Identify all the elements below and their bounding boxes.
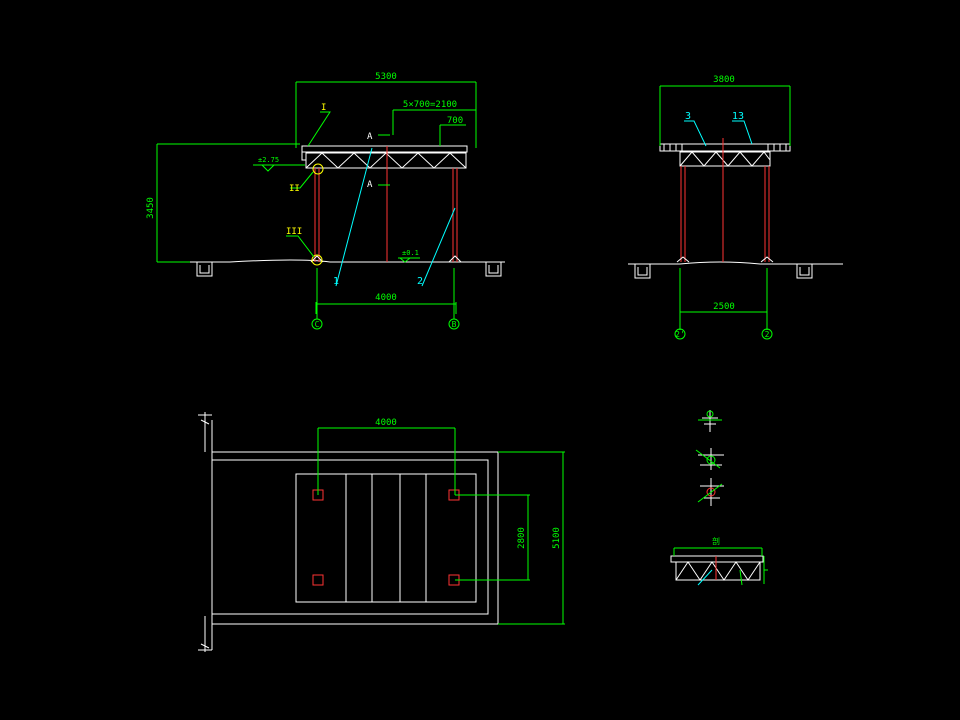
detail-node-1 [698,410,722,432]
front-elevation: 5300 5×700=2100 700 3450 4000 ±2.75 ±0.1… [146,72,505,330]
front-dimensions [156,81,477,330]
side-dimensions [659,85,791,340]
detail-section-label: 剖 [712,536,720,546]
detail-text: 剖 [712,536,720,546]
front-section-mark-top: A [367,132,373,142]
front-part-label-2: 2 [417,276,423,287]
front-dim-bay: 700 [447,116,463,126]
side-tag-13: 13 [732,111,744,122]
side-grid-label-2: 2 [765,330,770,339]
front-dim-bays: 5×700=2100 [403,100,457,110]
plan-outline [211,451,499,625]
detail-node-3 [697,478,724,506]
front-dim-columns: 4000 [375,293,397,303]
side-column-bases [676,256,774,263]
detail-section-truss [670,547,768,586]
side-tag-3: 3 [685,111,691,122]
front-detail-label-1: I [321,103,326,113]
plan-dim-outer: 5100 [552,527,562,549]
plan-view: 4000 2800 5100 [198,412,565,652]
front-level-ground: ±0.1 [402,249,419,257]
plan-wall-break [198,412,213,652]
plan-column-pads [312,489,460,586]
front-dim-height: 3450 [146,197,156,219]
side-roof-deck [659,143,791,167]
front-grid-label-c: C [315,320,320,329]
node-details: 剖 [670,410,768,586]
front-roof-deck [301,145,468,169]
plan-dim-width: 4000 [375,418,397,428]
side-elevation: 3800 2500 3 13 2' 2 [628,75,843,340]
front-part-label-1: 1 [333,276,339,287]
side-columns [680,138,770,262]
side-text: 3800 2500 3 13 2' 2 [675,75,769,339]
front-text: 5300 5×700=2100 700 3450 4000 ±2.75 ±0.1… [146,72,463,329]
side-ground-line [628,261,843,279]
plan-dim-inner: 2800 [517,527,527,549]
plan-text: 4000 2800 5100 [375,418,562,549]
front-grid-label-b: B [452,320,457,329]
front-leaders [335,147,456,287]
detail-node-2 [695,448,724,470]
side-grid-label-2p: 2' [675,330,685,339]
front-detail-circles [311,163,324,266]
front-section-mark-bottom: A [367,180,373,190]
side-leaders [684,120,753,147]
side-dim-total: 3800 [713,75,735,85]
side-dim-columns: 2500 [713,302,735,312]
front-detail-leaders [286,111,390,258]
plan-dimensions [317,427,565,625]
front-dim-total: 5300 [375,72,397,82]
front-detail-label-2: II [289,184,300,194]
front-detail-label-3: III [286,227,302,237]
front-column-bases [310,255,462,263]
front-ground-line [190,259,505,277]
front-columns [314,146,458,262]
front-level-top: ±2.75 [258,156,279,164]
